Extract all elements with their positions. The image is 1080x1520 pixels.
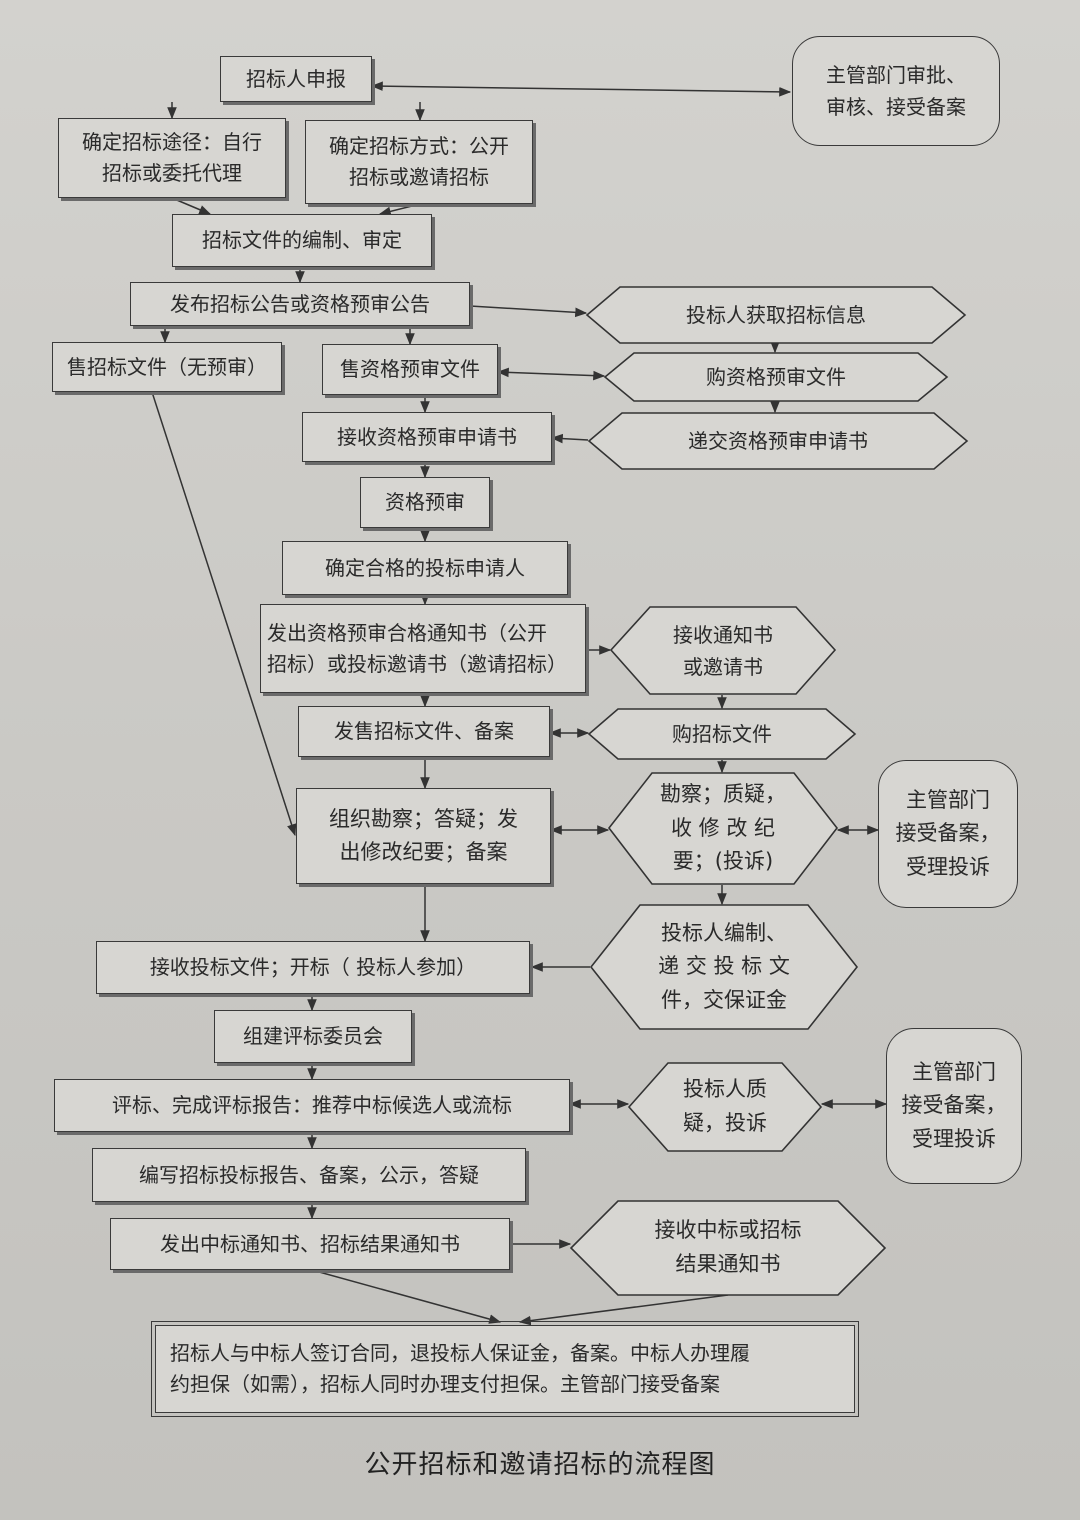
method-step: 确定招标方式：公开 招标或邀请招标 bbox=[305, 120, 533, 204]
receive-prequal-app-step: 接收资格预审申请书 bbox=[302, 412, 552, 462]
arrow-route-compile bbox=[171, 197, 212, 215]
build-committee-step: 组建评标委员会 bbox=[214, 1010, 412, 1063]
write-report-step: 编写招标投标报告、备案，公示，答疑 bbox=[92, 1148, 526, 1202]
prepare-bid-node: 投标人编制、 递 交 投 标 文 件，交保证金 bbox=[589, 904, 859, 1030]
arrow-award-sign bbox=[311, 1269, 502, 1324]
issue-award-step: 发出中标通知书、招标结果通知书 bbox=[110, 1218, 510, 1270]
authority-complaint-node-2: 主管部门 接受备案， 受理投诉 bbox=[886, 1028, 1022, 1184]
receive-award-node: 接收中标或招标 结果通知书 bbox=[569, 1200, 887, 1296]
route-step: 确定招标途径：自行 招标或委托代理 bbox=[58, 118, 286, 198]
prepare-bid-label: 投标人编制、 递 交 投 标 文 件，交保证金 bbox=[658, 920, 790, 1012]
arrow-submit-receive bbox=[550, 433, 589, 444]
sell-bid-docs-step: 发售招标文件、备案 bbox=[298, 706, 550, 757]
compile-docs-step: 招标文件的编制、审定 bbox=[172, 214, 432, 267]
buy-bid-docs-label: 购招标文件 bbox=[672, 722, 772, 746]
arrow-method-compile bbox=[378, 203, 421, 217]
submit-prequal-label: 递交资格预审申请书 bbox=[688, 429, 868, 453]
evaluate-step: 评标、完成评标报告：推荐中标候选人或流标 bbox=[54, 1079, 570, 1132]
submit-prequal-node: 递交资格预审申请书 bbox=[587, 412, 969, 470]
buy-bid-docs-node: 购招标文件 bbox=[587, 708, 857, 760]
authority-approve-node: 主管部门审批、 审核、接受备案 bbox=[792, 36, 1000, 146]
sign-contract-step: 招标人与中标人签订合同，退投标人保证金，备案。中标人办理履 约担保（如需），招标… bbox=[151, 1321, 859, 1417]
authority-complaint-node-1: 主管部门 接受备案， 受理投诉 bbox=[878, 760, 1018, 908]
bidder-declare-step: 招标人申报 bbox=[220, 56, 372, 102]
receive-award-label: 接收中标或招标 结果通知书 bbox=[654, 1218, 802, 1276]
site-survey-node: 勘察；质疑， 收 修 改 纪 要；(投诉) bbox=[607, 772, 839, 885]
confirm-qualified-step: 确定合格的投标申请人 bbox=[282, 541, 568, 595]
site-survey-label: 勘察；质疑， 收 修 改 纪 要；(投诉) bbox=[660, 782, 786, 874]
buy-prequal-node: 购资格预审文件 bbox=[603, 352, 949, 402]
sell-prequal-docs-step: 售资格预审文件 bbox=[322, 344, 498, 395]
arrow-receiveaward-sign bbox=[518, 1294, 729, 1326]
site-visit-step: 组织勘察；答疑；发 出修改纪要；备案 bbox=[296, 788, 551, 884]
get-info-label: 投标人获取招标信息 bbox=[686, 303, 866, 327]
bidder-query-label: 投标人质 疑，投诉 bbox=[683, 1077, 767, 1135]
get-info-node: 投标人获取招标信息 bbox=[585, 286, 967, 344]
receive-notice-node: 接收通知书 或邀请书 bbox=[609, 606, 837, 695]
buy-prequal-label: 购资格预审文件 bbox=[706, 365, 846, 389]
bidder-query-node: 投标人质 疑，投诉 bbox=[627, 1062, 823, 1152]
receive-bids-step: 接收投标文件；开标（ 投标人参加） bbox=[96, 941, 530, 994]
arrow-declare-authority bbox=[370, 81, 792, 97]
issue-notice-step: 发出资格预审合格通知书（公开 招标）或投标邀请书（邀请招标） bbox=[260, 604, 586, 693]
diagram-caption: 公开招标和邀请招标的流程图 bbox=[364, 1450, 716, 1480]
publish-notice-step: 发布招标公告或资格预审公告 bbox=[130, 282, 470, 326]
arrow-prequal-buy bbox=[496, 367, 606, 381]
sell-docs-no-prequal-step: 售招标文件（无预审） bbox=[52, 342, 282, 392]
prequal-step: 资格预审 bbox=[360, 477, 490, 528]
receive-notice-label: 接收通知书 或邀请书 bbox=[673, 622, 773, 679]
arrow-nopre-site bbox=[151, 391, 297, 837]
arrow-publish-getinfo bbox=[469, 305, 588, 318]
